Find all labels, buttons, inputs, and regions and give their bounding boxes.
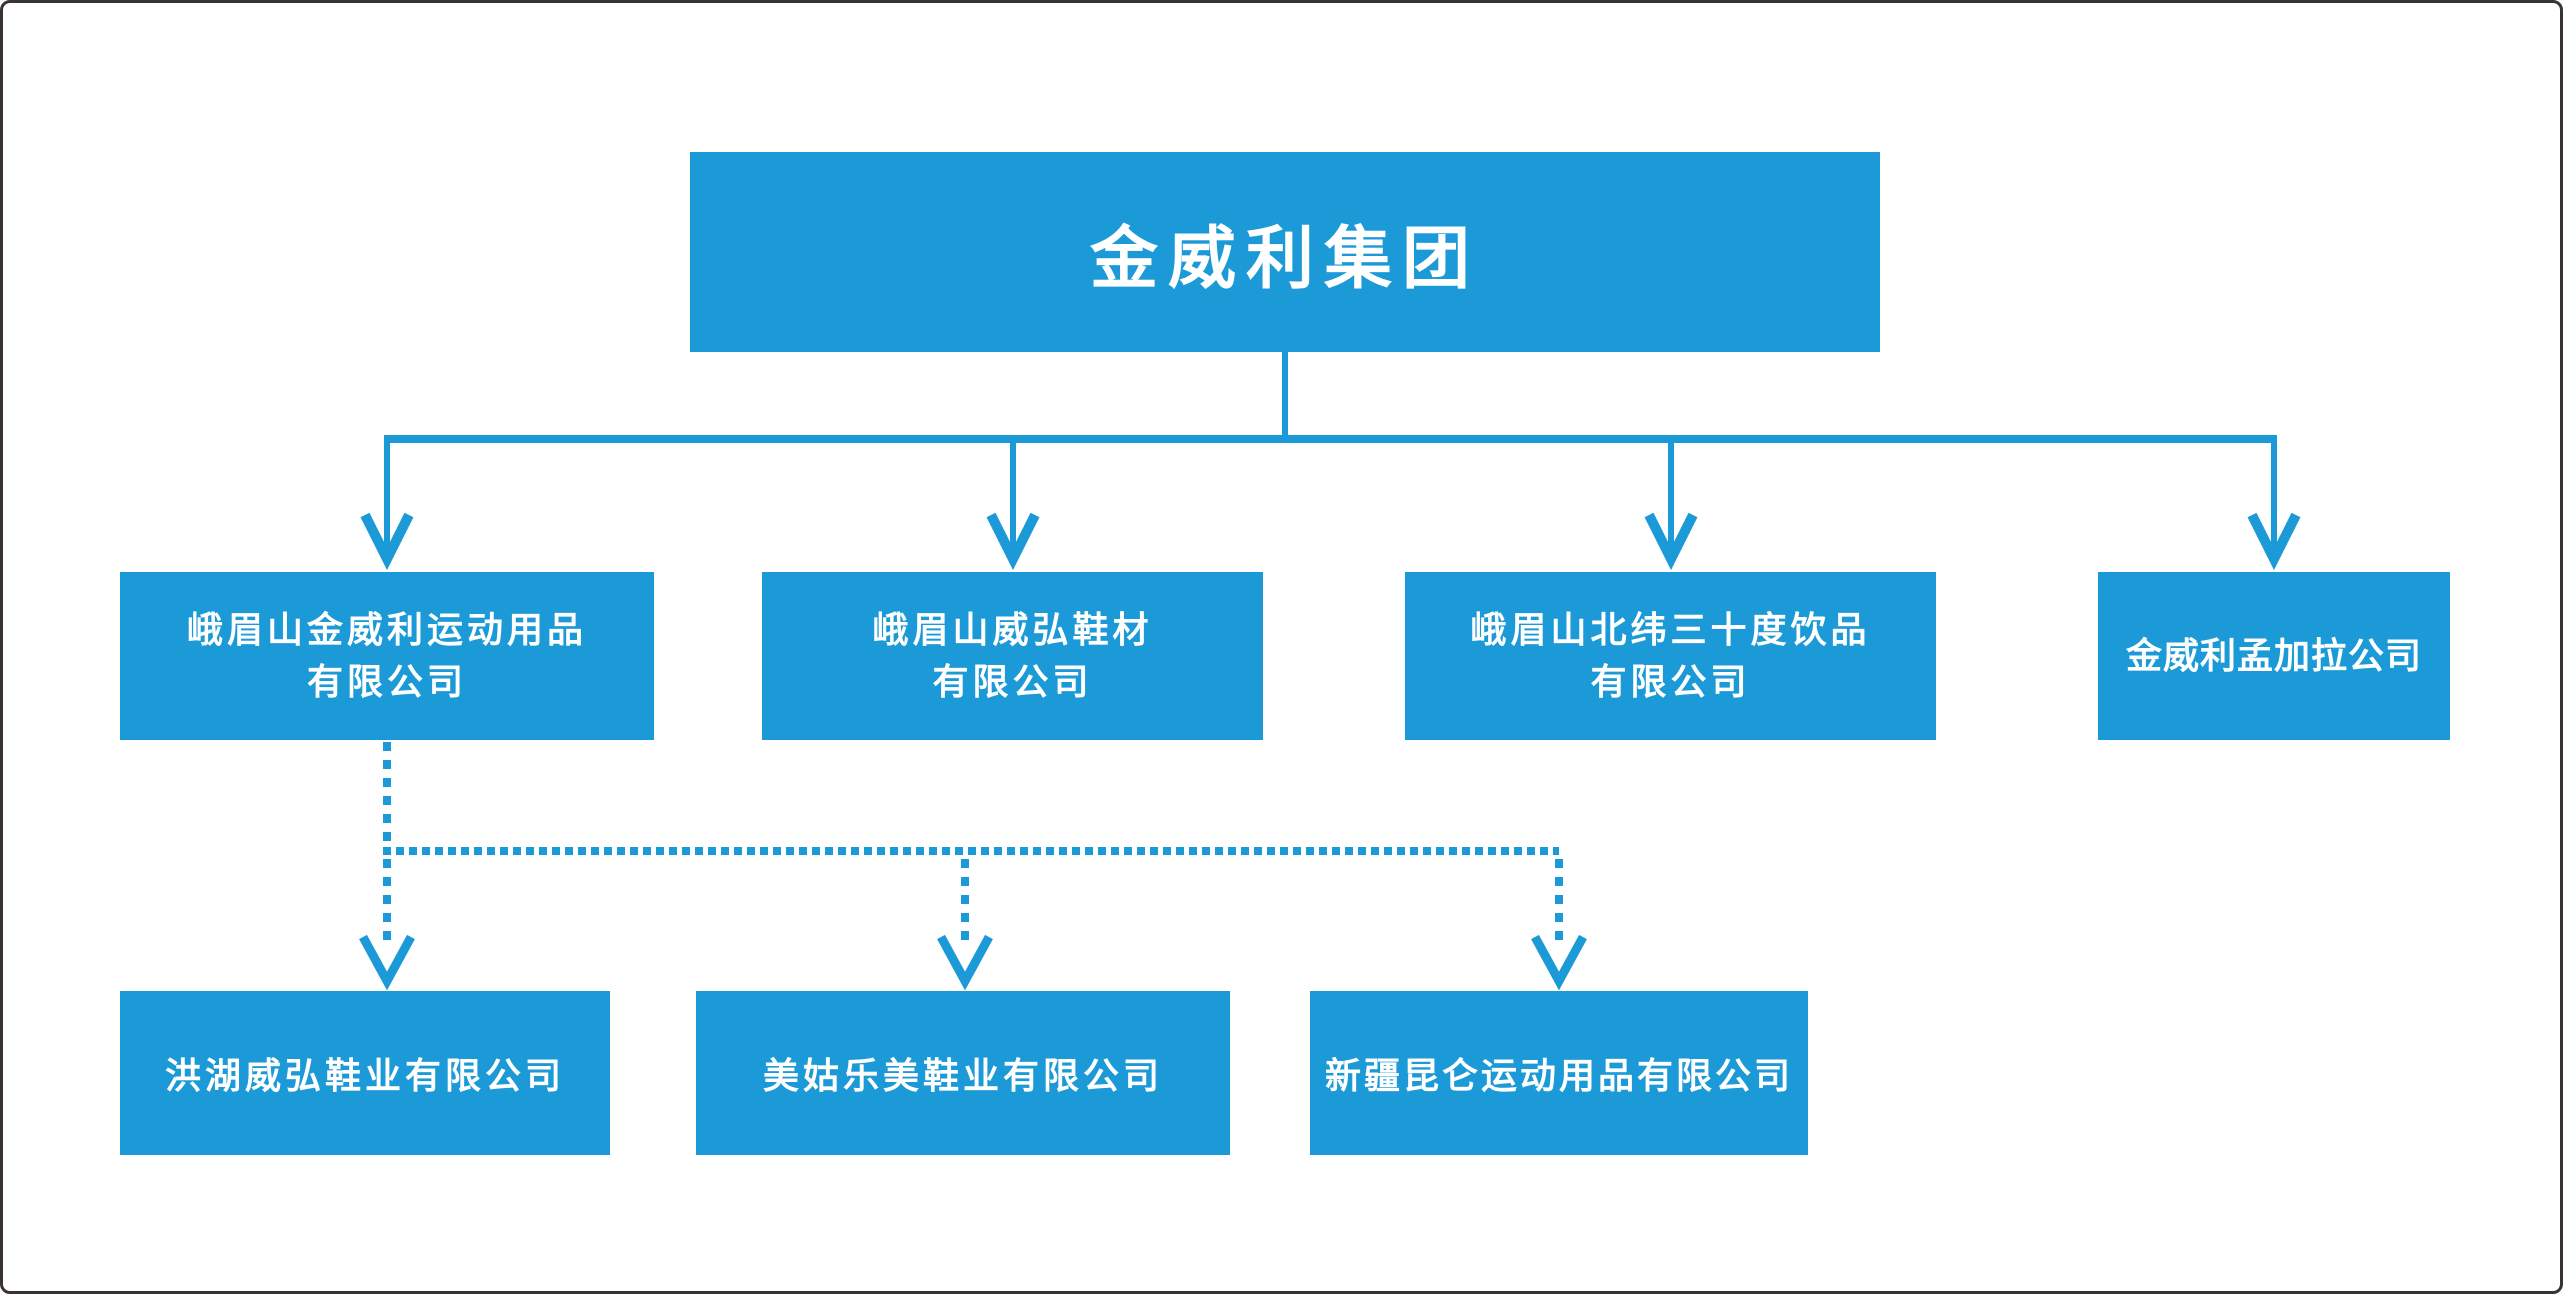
arrowhead-icon [360,512,414,571]
arrowhead-icon [937,934,993,991]
org-node-sub-subsidiary-1: 洪湖威弘鞋业有限公司 [120,991,610,1155]
org-node-subsidiary-4: 金威利孟加拉公司 [2098,572,2450,740]
connector-layer [359,352,2301,991]
dashed-connectors [359,742,1587,991]
org-node-label-line1: 峨眉山威弘鞋材 [872,609,1153,650]
org-node-subsidiary-2: 峨眉山威弘鞋材 有限公司 [762,572,1263,740]
arrowhead-icon [2247,512,2301,571]
org-node-label-line1: 峨眉山北纬三十度饮品 [1470,609,1871,650]
org-node-label-line2: 有限公司 [932,661,1093,702]
org-node-subsidiary-3: 峨眉山北纬三十度饮品 有限公司 [1405,572,1936,740]
org-node-label: 新疆昆仑运动用品有限公司 [1324,1055,1793,1096]
org-node-subsidiary-1: 峨眉山金威利运动用品 有限公司 [120,572,654,740]
arrowhead-icon [1531,934,1587,991]
org-node-label: 金威利集团 [1089,220,1480,297]
arrowhead-icon [986,512,1040,571]
org-node-label-line2: 有限公司 [306,661,467,702]
org-node-label-line1: 峨眉山金威利运动用品 [186,609,587,650]
arrowhead-icon [359,934,415,991]
arrowhead-icon [1644,512,1698,571]
org-node-label: 洪湖威弘鞋业有限公司 [164,1055,565,1096]
org-node-sub-subsidiary-2: 美姑乐美鞋业有限公司 [696,991,1230,1155]
org-node-label: 金威利孟加拉公司 [2125,635,2422,676]
org-node-group-headquarters: 金威利集团 [690,152,1880,352]
solid-connectors [360,352,2301,571]
org-node-sub-subsidiary-3: 新疆昆仑运动用品有限公司 [1310,991,1808,1155]
org-node-label: 美姑乐美鞋业有限公司 [762,1055,1163,1096]
org-node-label-line2: 有限公司 [1590,661,1751,702]
